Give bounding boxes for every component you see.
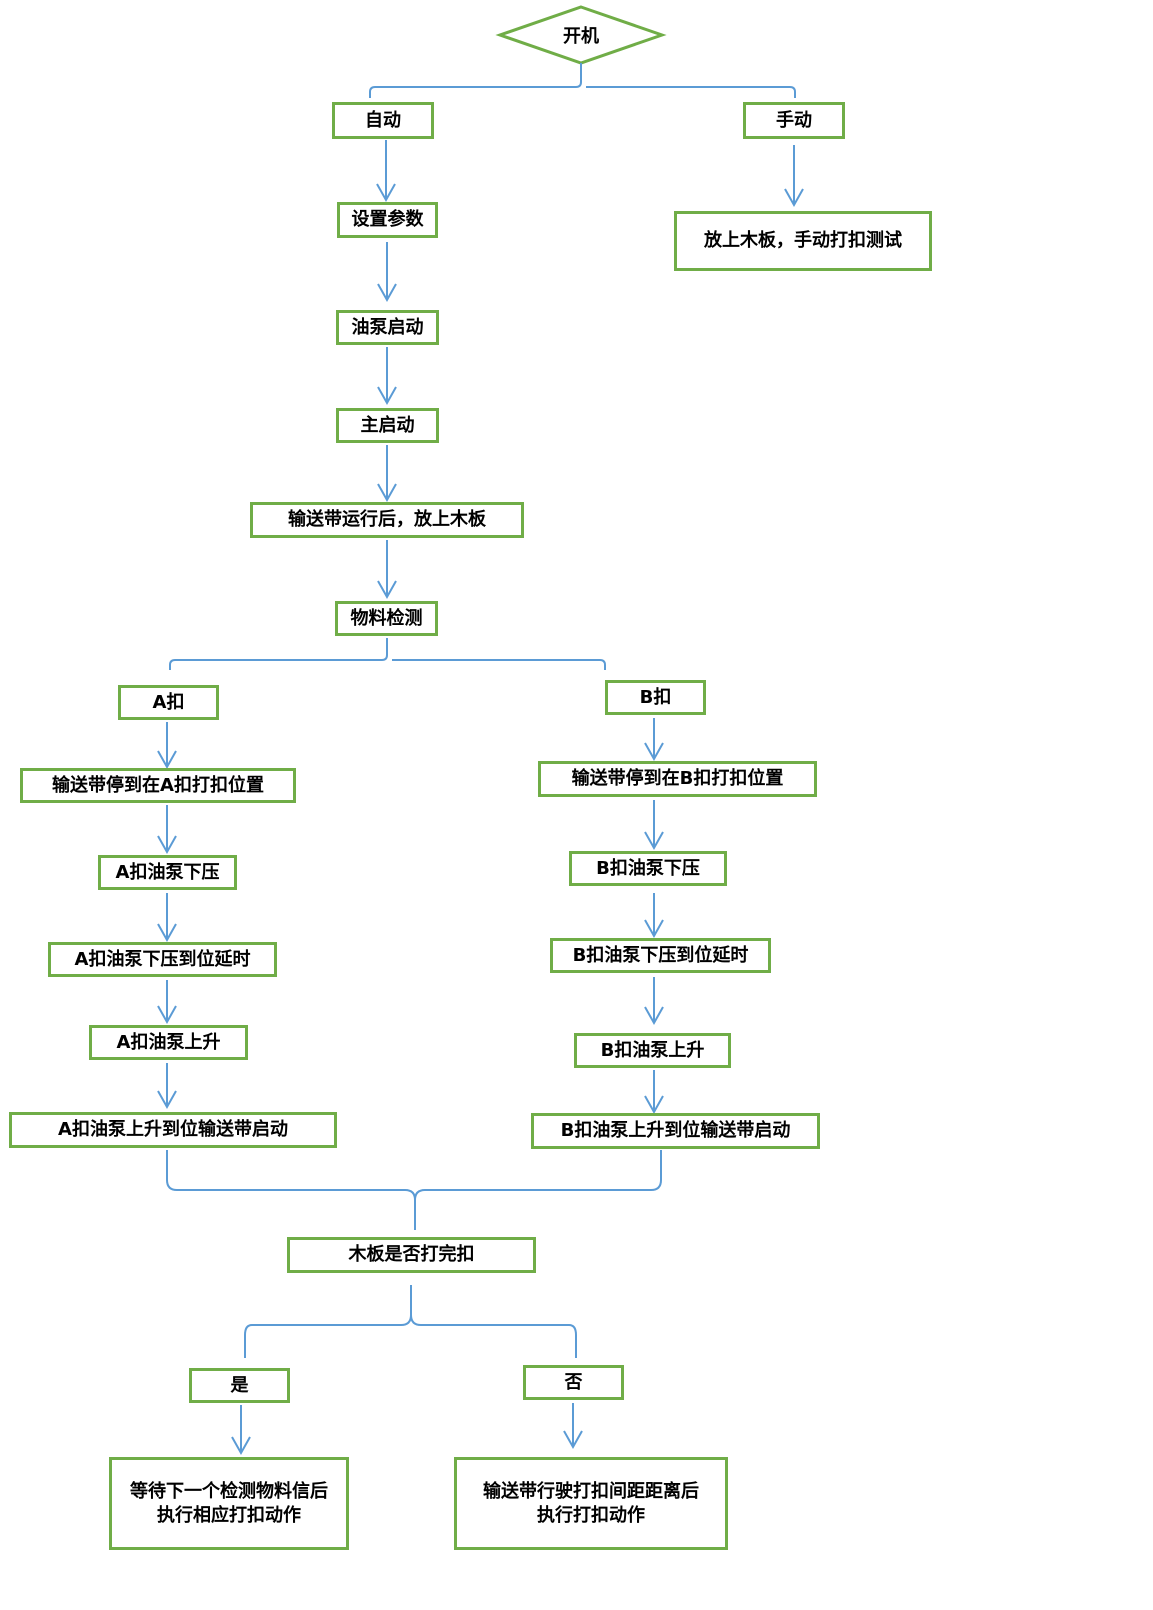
brace-material <box>169 638 606 670</box>
arrow-connector <box>784 145 804 208</box>
arrow-connector <box>563 1403 583 1450</box>
node-b-press-delay: B扣油泵下压到位延时 <box>550 938 771 973</box>
arrows <box>157 140 804 1456</box>
arrow-connector <box>644 1070 664 1115</box>
arrow-connector <box>644 977 664 1026</box>
arrow-connector <box>377 347 397 406</box>
arrow-connector <box>231 1405 251 1456</box>
node-b-buckle: B扣 <box>605 680 706 715</box>
arrow-connector <box>377 242 397 303</box>
arrow-connector <box>376 140 396 203</box>
node-no-action: 输送带行驶打扣间距距离后 执行打扣动作 <box>454 1457 728 1550</box>
node-a-press-delay: A扣油泵下压到位延时 <box>48 942 277 977</box>
arrow-connector <box>157 893 177 943</box>
node-a-buckle: A扣 <box>118 685 219 720</box>
arrow-connector <box>377 540 397 600</box>
node-b-press: B扣油泵下压 <box>569 851 727 886</box>
node-conveyor-run: 输送带运行后，放上木板 <box>250 502 524 538</box>
arrow-connector <box>644 893 664 939</box>
node-main-start: 主启动 <box>336 408 439 443</box>
arrow-connector <box>157 980 177 1025</box>
node-yes-action: 等待下一个检测物料信后 执行相应打扣动作 <box>109 1457 349 1550</box>
node-a-press: A扣油泵下压 <box>98 855 237 890</box>
node-manual-test: 放上木板，手动打扣测试 <box>674 211 932 271</box>
node-set-params: 设置参数 <box>337 202 438 238</box>
node-yes: 是 <box>189 1368 290 1403</box>
arrow-connector <box>377 445 397 503</box>
arrow-connector <box>157 805 177 855</box>
arrow-connector <box>644 718 664 762</box>
arrow-connector <box>157 1063 177 1110</box>
node-auto: 自动 <box>332 102 434 139</box>
arrow-connector <box>644 800 664 851</box>
arrow-connector <box>157 722 177 770</box>
node-a-stop: 输送带停到在A扣打扣位置 <box>20 768 296 803</box>
node-no: 否 <box>523 1365 624 1400</box>
node-b-rise: B扣油泵上升 <box>574 1033 731 1068</box>
brace-decision <box>244 1285 577 1358</box>
brace-start <box>369 63 796 98</box>
node-done-check: 木板是否打完扣 <box>287 1237 536 1273</box>
node-b-stop: 输送带停到在B扣打扣位置 <box>538 761 817 797</box>
start-label: 开机 <box>563 26 599 47</box>
node-a-rise: A扣油泵上升 <box>89 1025 248 1060</box>
node-a-rise-start: A扣油泵上升到位输送带启动 <box>9 1112 337 1148</box>
node-manual: 手动 <box>743 102 845 139</box>
brace-merge <box>166 1150 662 1230</box>
node-material-detect: 物料检测 <box>335 601 438 636</box>
node-pump-start: 油泵启动 <box>336 310 439 345</box>
node-b-rise-start: B扣油泵上升到位输送带启动 <box>531 1113 820 1149</box>
